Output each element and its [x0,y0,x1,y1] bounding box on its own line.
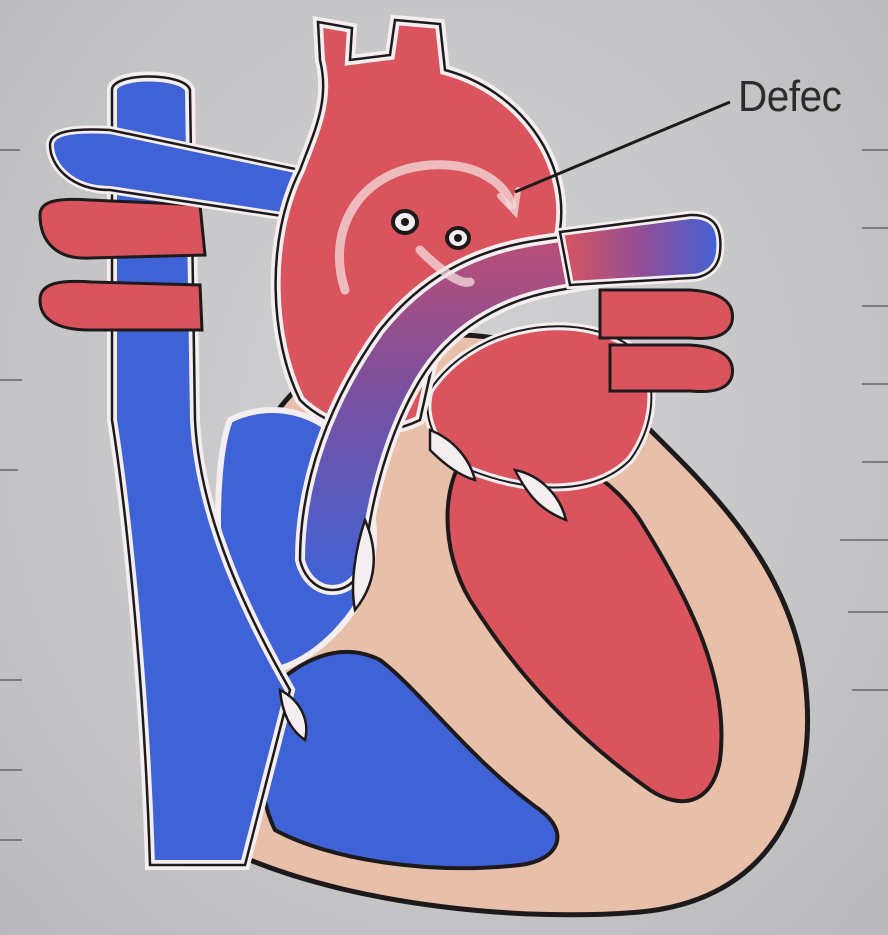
defect-label: Defec [738,72,841,122]
pulmonary-artery-left-branch [560,215,720,285]
